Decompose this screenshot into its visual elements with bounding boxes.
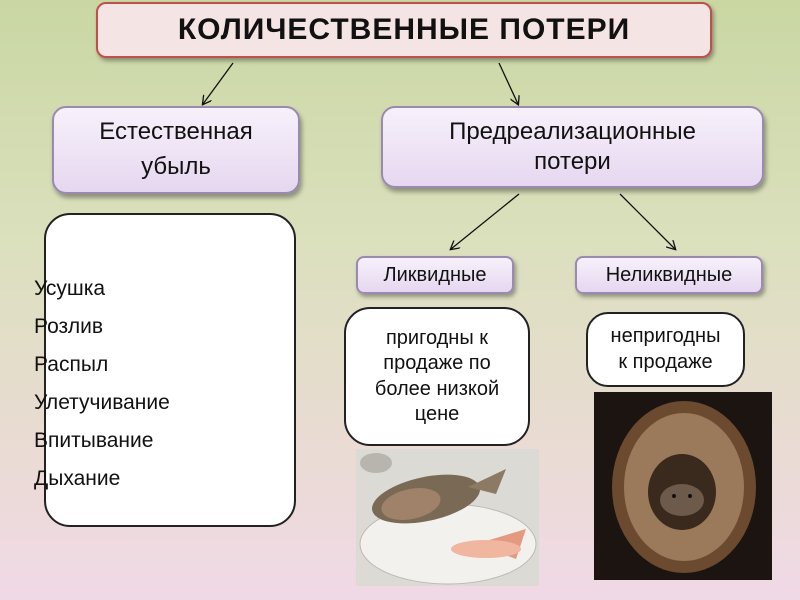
arrow-to-natural <box>203 62 234 104</box>
list-item: Улетучивание <box>34 391 170 414</box>
liquid-desc-line: продаже по <box>383 352 491 375</box>
prerealization-line2: потери <box>534 148 611 175</box>
list-item: Усушка <box>34 277 106 300</box>
natural-loss-line2: убыль <box>141 153 211 180</box>
arrow-to-prerealization <box>498 62 518 104</box>
liquid-description-box: пригодны к продаже по более низкой цене <box>344 307 530 446</box>
prerealization-line1: Предреализационные <box>449 118 696 145</box>
list-item: Распыл <box>34 353 109 376</box>
illiquid-desc-line: к продаже <box>618 350 713 373</box>
natural-loss-list: Усушка Розлив Распыл Улетучивание Впитыв… <box>34 270 170 498</box>
natural-loss-line1: Естественная <box>99 118 253 146</box>
page-title: КОЛИЧЕСТВЕННЫЕ ПОТЕРИ <box>96 2 712 58</box>
liquid-desc-line: пригодны к <box>385 326 489 349</box>
illiquid-desc-line: непригодны <box>610 325 721 348</box>
list-item: Впитывание <box>34 429 154 452</box>
list-item: Розлив <box>34 315 104 338</box>
fish-photo <box>356 449 539 586</box>
list-item: Дыхание <box>34 467 121 490</box>
liquid-label-box: Ликвидные <box>356 256 514 294</box>
natural-loss-list-frame <box>44 213 296 527</box>
prerealization-loss-box: Предреализационные потери <box>381 106 764 188</box>
bread-photo <box>594 392 772 580</box>
arrow-to-liquid <box>451 193 520 249</box>
liquid-desc-line: более низкой <box>374 377 500 400</box>
natural-loss-box: Естественная убыль <box>52 106 300 194</box>
liquid-desc-line: цене <box>414 402 460 425</box>
arrow-to-illiquid <box>619 193 675 249</box>
illiquid-description-box: непригодны к продаже <box>586 312 745 387</box>
illiquid-label-box: Неликвидные <box>575 256 763 294</box>
